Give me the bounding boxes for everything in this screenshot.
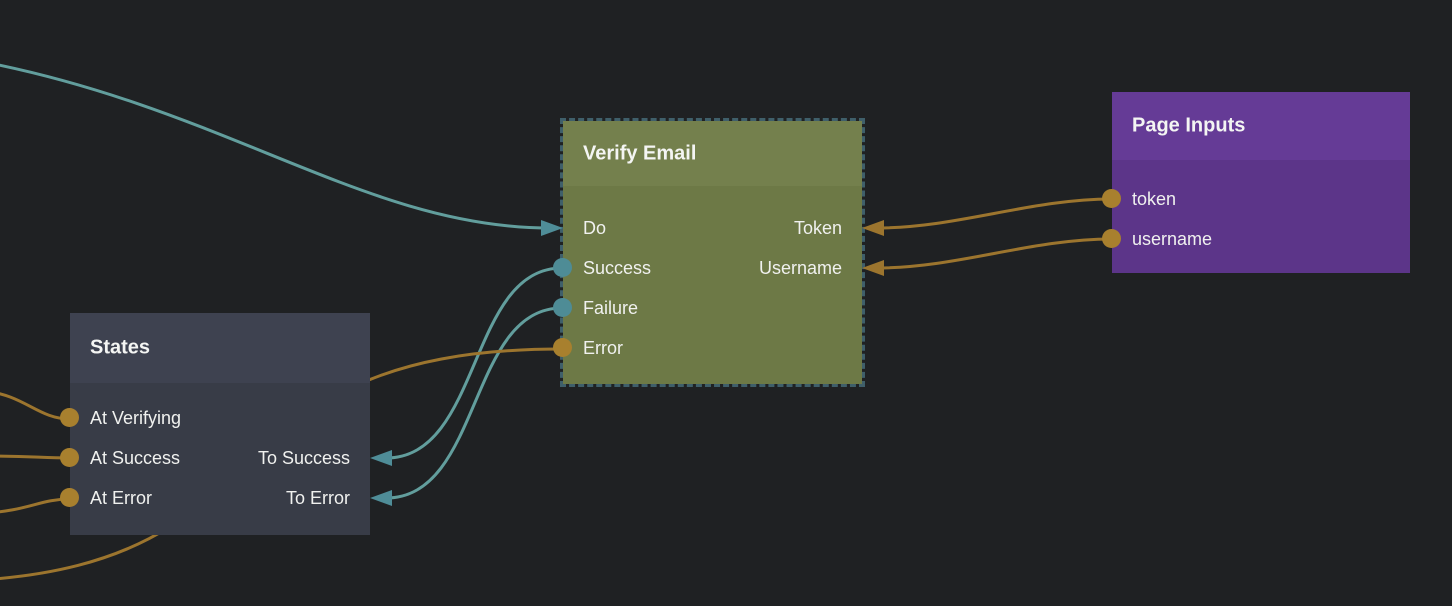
- port-token-dot[interactable]: [1102, 189, 1121, 208]
- port-failure-label: Failure: [583, 298, 639, 318]
- node-states[interactable]: States At Verifying At Success To Succes…: [60, 313, 392, 535]
- port-at-error-dot[interactable]: [60, 488, 79, 507]
- port-do-label: Do: [583, 218, 607, 238]
- node-page-inputs-body: [1112, 160, 1410, 273]
- wire-at-error[interactable]: [0, 497, 72, 514]
- port-row: Do Token: [541, 215, 884, 241]
- port-row: At Success To Success: [60, 445, 392, 471]
- port-row: token: [1102, 186, 1410, 212]
- port-to-error-flow-arrow-icon[interactable]: [370, 489, 392, 507]
- port-row: Success Username: [553, 255, 884, 281]
- node-states-header[interactable]: States: [70, 313, 370, 383]
- port-error-dot[interactable]: [553, 338, 572, 357]
- port-do-flow-arrow-icon[interactable]: [541, 219, 563, 237]
- node-states-body: [70, 383, 370, 535]
- wire-username[interactable]: [874, 237, 1114, 270]
- port-at-success-dot[interactable]: [60, 448, 79, 467]
- port-username-label: Username: [758, 258, 842, 278]
- port-row: Failure: [553, 295, 862, 321]
- port-to-error-label: To Error: [285, 488, 350, 508]
- port-row: At Verifying: [60, 405, 370, 431]
- port-at-verifying-dot[interactable]: [60, 408, 79, 427]
- node-verify-email-body: [563, 186, 862, 384]
- wire-to-do[interactable]: [0, 62, 554, 230]
- port-row: username: [1102, 226, 1410, 252]
- port-to-success-label: To Success: [257, 448, 350, 468]
- wire-success-to-success[interactable]: [384, 266, 564, 460]
- node-page-inputs[interactable]: Page Inputs token username: [1102, 92, 1410, 273]
- port-username-output-label: username: [1132, 229, 1213, 249]
- port-at-success-label: At Success: [90, 448, 181, 468]
- port-at-verifying-label: At Verifying: [90, 408, 182, 428]
- port-username-dot[interactable]: [1102, 229, 1121, 248]
- node-title: Page Inputs: [1132, 114, 1246, 137]
- node-title: Verify Email: [583, 142, 697, 164]
- port-row: Error: [553, 335, 862, 361]
- port-error-label: Error: [583, 338, 623, 358]
- wire-token[interactable]: [874, 197, 1114, 230]
- port-token-flow-arrow-icon[interactable]: [862, 219, 884, 237]
- port-row: At Error To Error: [60, 485, 392, 511]
- port-token-output-label: token: [1132, 189, 1177, 209]
- port-to-success-flow-arrow-icon[interactable]: [370, 449, 392, 467]
- port-username-flow-arrow-icon[interactable]: [862, 259, 884, 277]
- port-success-label: Success: [583, 258, 652, 278]
- port-at-error-label: At Error: [90, 488, 153, 508]
- node-title: States: [90, 336, 151, 359]
- port-token-label: Token: [793, 218, 842, 238]
- wire-failure-to-error[interactable]: [384, 306, 564, 500]
- node-verify-email-header[interactable]: Verify Email: [563, 121, 862, 186]
- port-failure-dot[interactable]: [553, 298, 572, 317]
- port-success-dot[interactable]: [553, 258, 572, 277]
- node-page-inputs-header[interactable]: Page Inputs: [1112, 92, 1410, 160]
- node-verify-email[interactable]: Verify Email Do Token Success Username F…: [541, 118, 884, 387]
